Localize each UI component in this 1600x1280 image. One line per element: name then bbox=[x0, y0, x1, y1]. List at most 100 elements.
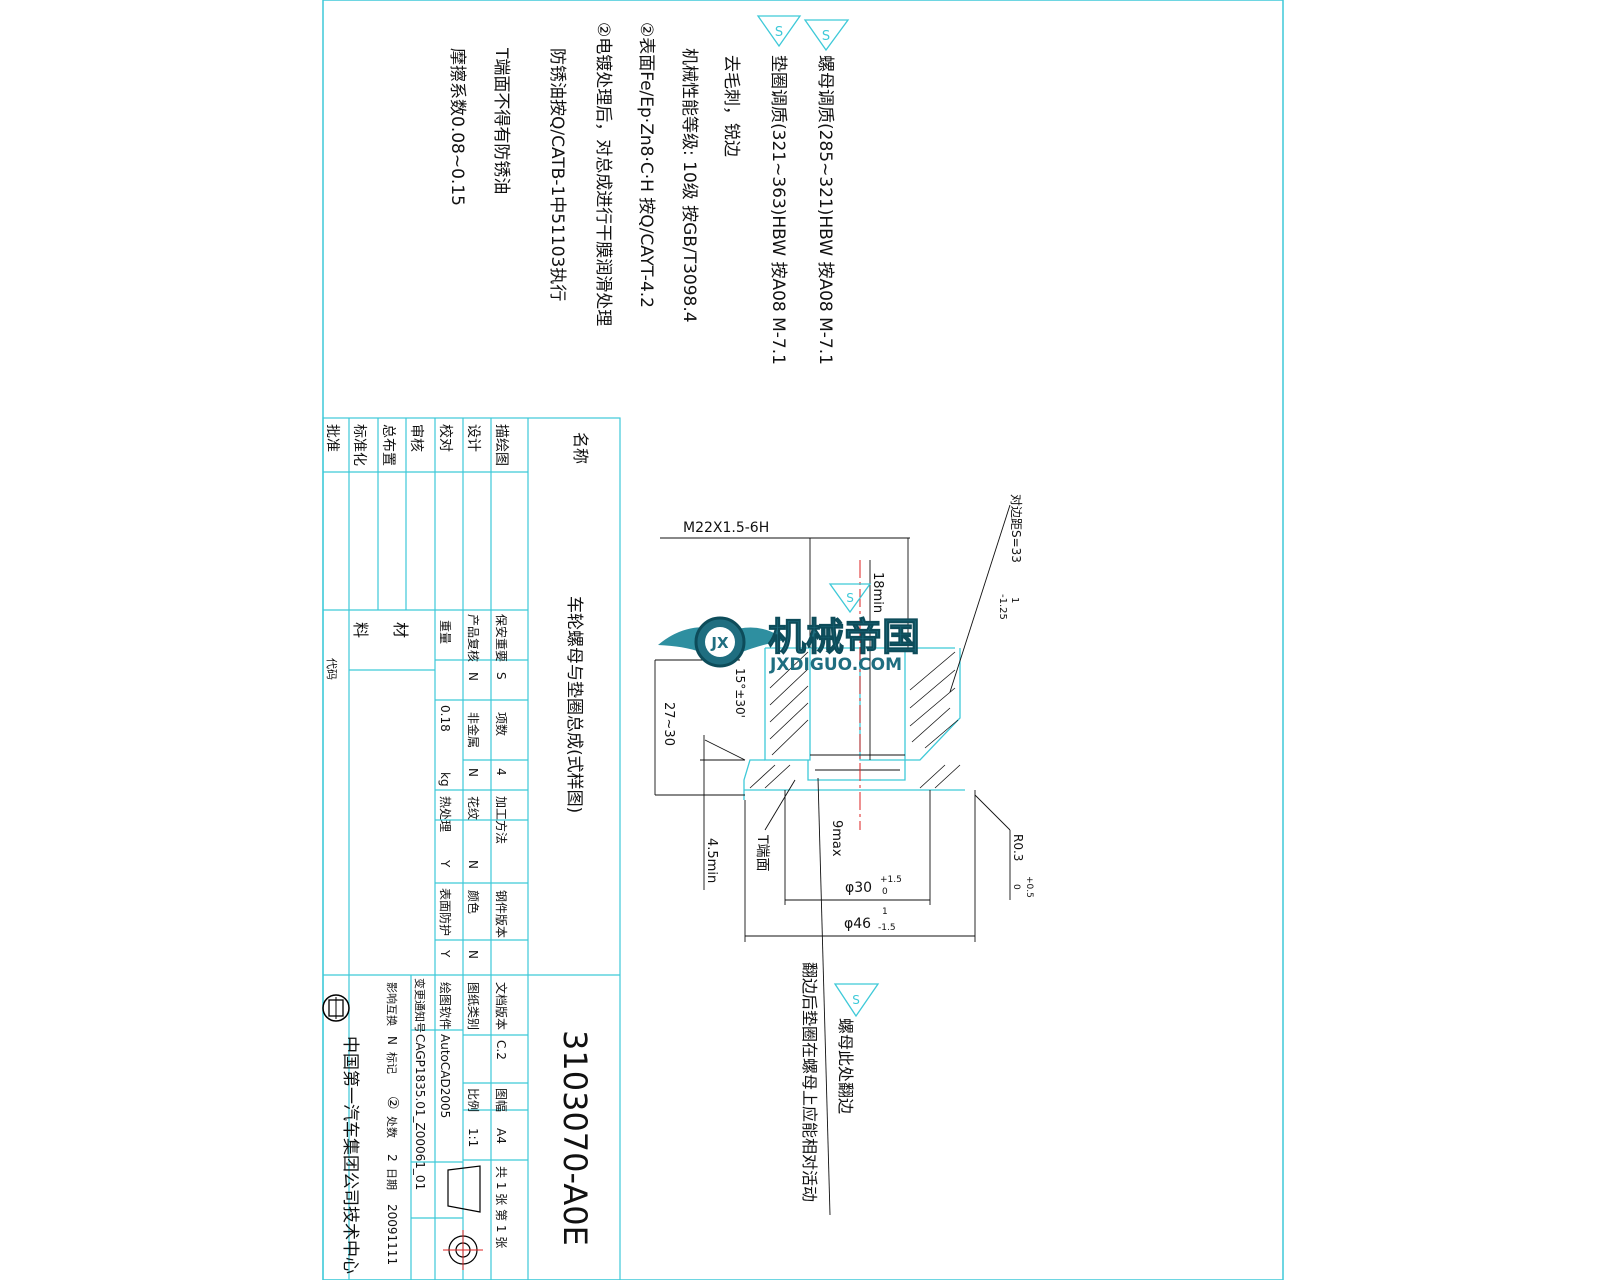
mark-label: 标记 bbox=[385, 1052, 399, 1074]
note-4: 机械性能等级: 10级 按GB/T3098.4 bbox=[679, 48, 699, 323]
note-9: 摩擦系数0.08~0.15 bbox=[447, 48, 467, 206]
prop-safety-value: S bbox=[494, 672, 508, 680]
radius-tol-low: 0 bbox=[1011, 884, 1021, 890]
change-no-label: 变更通知号 bbox=[413, 978, 427, 1033]
role-approve: 批准 bbox=[324, 424, 340, 452]
s-symbol-2: S bbox=[756, 15, 802, 48]
svg-text:S: S bbox=[822, 29, 830, 44]
flange-note: 螺母此处翻边 bbox=[836, 1018, 855, 1114]
property-row-1: 保安重要 S 项数 4 加工方法 钢件版本 bbox=[494, 614, 509, 938]
wing-gear-icon: JX bbox=[658, 616, 785, 668]
d30-dim: φ30 bbox=[845, 880, 872, 896]
sheet-size: A4 bbox=[494, 1128, 508, 1144]
note-8: T端面不得有防锈油 bbox=[491, 47, 511, 194]
date: 20091111 bbox=[385, 1204, 399, 1265]
watermark-logo: JX 机械帝国 JXDIGUO.COM bbox=[658, 615, 921, 675]
projection-cone-icon bbox=[447, 1165, 481, 1213]
count: 2 bbox=[385, 1154, 399, 1162]
t-face-label: T端面 bbox=[754, 834, 770, 872]
material-label-2: 料 bbox=[351, 622, 370, 638]
dimension-lines bbox=[654, 504, 1011, 1216]
svg-text:S: S bbox=[775, 25, 783, 40]
prop-heat-label: 热处理 bbox=[438, 796, 452, 832]
prop-weight-label: 重量 bbox=[438, 620, 452, 644]
washer-note: 翻边后垫圈在螺母上应能相对活动 bbox=[800, 962, 819, 1202]
property-row-3: 重量 0.18 kg 热处理 Y 表面防护 Y bbox=[438, 620, 453, 958]
title-block: 名称 车轮螺母与垫圈总成(式样图) 3103070-A0E 描绘图 设计 校对 … bbox=[322, 417, 621, 1280]
prop-pattern-value: N bbox=[466, 860, 480, 869]
material-label: 材 bbox=[391, 622, 410, 638]
s-symbol-3: S bbox=[828, 583, 872, 614]
scale: 1:1 bbox=[466, 1128, 480, 1147]
angle-dim: 15°±30' bbox=[733, 668, 747, 718]
sheet-count: 共 1 张 第 1 张 bbox=[494, 1166, 508, 1248]
name-header: 名称 bbox=[571, 432, 590, 464]
note-7: 防锈油按Q/CATB-1中51103执行 bbox=[547, 48, 567, 301]
svg-text:S: S bbox=[846, 591, 854, 605]
min-height-dim: 4.5min bbox=[704, 838, 719, 883]
drawing-type-label: 图纸类别 bbox=[466, 982, 480, 1030]
scale-label: 比例 bbox=[466, 1088, 480, 1112]
prop-review-label: 产品复核 bbox=[466, 614, 480, 662]
role-draw: 描绘图 bbox=[493, 424, 509, 466]
depth-dim: 18min bbox=[870, 572, 885, 613]
doc-info: 文档版本 C.2 图幅 A4 共 1 张 第 1 张 图纸类别 比例 1:1 绘… bbox=[340, 978, 509, 1274]
prop-process-label: 加工方法 bbox=[494, 796, 509, 844]
note-1: 螺母调质(285~321)HBW 按A08 M-7.1 bbox=[815, 55, 835, 365]
d46-tol-up: 1 bbox=[882, 907, 888, 917]
thread-lines bbox=[810, 754, 905, 771]
prop-nonmetal-value: N bbox=[466, 768, 480, 777]
part-number: 3103070-A0E bbox=[556, 1030, 594, 1246]
prop-version-label: 钢件版本 bbox=[494, 890, 508, 938]
svg-text:S: S bbox=[852, 993, 860, 1007]
doc-version-label: 文档版本 bbox=[494, 982, 509, 1030]
d46-dim: φ46 bbox=[844, 916, 871, 932]
d30-tol-low: 0 bbox=[882, 887, 888, 897]
prop-surface-value: Y bbox=[438, 949, 452, 958]
affect-label: 影响互换 bbox=[385, 982, 399, 1026]
watermark-url: JXDIGUO.COM bbox=[769, 655, 902, 675]
note-2: 垫圈调质(321~363)HBW 按A08 M-7.1 bbox=[768, 55, 788, 365]
faw-logo-icon bbox=[322, 994, 350, 1022]
property-row-2: 产品复核 N 非金属 N 花纹 N 颜色 N bbox=[466, 614, 481, 959]
prop-color-value: N bbox=[466, 950, 480, 959]
change-no: CAGP1835.01_Z00061_01 bbox=[413, 1034, 427, 1190]
radius-tol-up: +0.5 bbox=[1024, 876, 1034, 898]
technical-notes: S S 螺母调质(285~321)HBW 按A08 M-7.1 垫圈调质(321… bbox=[447, 15, 850, 365]
prop-review-value: N bbox=[466, 672, 480, 681]
section-hatch bbox=[749, 651, 961, 789]
role-design: 设计 bbox=[465, 424, 481, 452]
role-standard: 标准化 bbox=[351, 424, 367, 466]
note-6: ②电镀处理后，对总成进行干膜润滑处理 bbox=[593, 22, 613, 326]
software-label: 绘图软件 bbox=[438, 982, 453, 1030]
radius-dim: R0.3 bbox=[1011, 834, 1025, 861]
role-check: 校对 bbox=[437, 424, 454, 452]
prop-weight-unit: kg bbox=[438, 772, 452, 787]
projection-circle-icon bbox=[443, 1230, 483, 1270]
note-5: ②表面Fe/Ep·Zn8·C·H 按Q/CAYT-4.2 bbox=[636, 22, 656, 308]
part-name: 车轮螺母与垫圈总成(式样图) bbox=[564, 596, 584, 813]
s-symbol-4: S bbox=[833, 983, 880, 1018]
date-label: 日期 bbox=[385, 1168, 398, 1190]
affect: N bbox=[385, 1036, 399, 1045]
d30-tol-up: +1.5 bbox=[880, 875, 902, 885]
prop-items-value: 4 bbox=[494, 768, 508, 776]
max-dim: 9max bbox=[829, 820, 844, 857]
prop-color-label: 颜色 bbox=[466, 890, 481, 914]
mark: ② bbox=[384, 1096, 402, 1109]
prop-pattern-label: 花纹 bbox=[466, 796, 481, 820]
role-review: 审核 bbox=[408, 424, 424, 452]
count-label: 处数 bbox=[385, 1116, 398, 1138]
across-flats-dim: 对边距S=33 bbox=[1009, 494, 1023, 563]
prop-heat-value: Y bbox=[438, 859, 452, 868]
across-flats-tol-up: 1 bbox=[1009, 597, 1020, 603]
code-label: 代码 bbox=[325, 658, 338, 680]
sheet-size-label: 图幅 bbox=[494, 1088, 509, 1112]
height-dim: 27~30 bbox=[661, 702, 676, 746]
svg-text:JX: JX bbox=[710, 634, 729, 652]
prop-nonmetal-label: 非金属 bbox=[466, 712, 481, 748]
note-3: 去毛刺，锐边 bbox=[721, 55, 741, 157]
thread-spec: M22X1.5-6H bbox=[683, 520, 769, 536]
software: AutoCAD2005 bbox=[438, 1034, 452, 1118]
